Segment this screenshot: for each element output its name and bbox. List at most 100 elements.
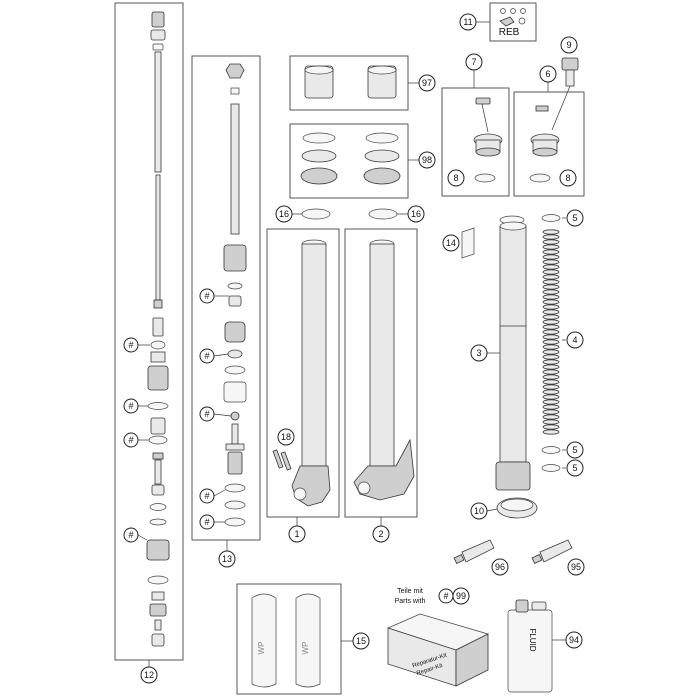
- spring-coil: [542, 324, 560, 330]
- svg-text:10: 10: [474, 506, 484, 516]
- callout-97: 97: [418, 74, 436, 92]
- spring-coil: [542, 419, 560, 425]
- spring-coil: [542, 394, 560, 400]
- spring-coil: [542, 314, 560, 320]
- callout-8: 8: [559, 169, 577, 187]
- spring-coil: [542, 349, 560, 355]
- hash-callout: #: [199, 288, 215, 304]
- cartridge-parts: [146, 11, 170, 647]
- svg-text:14: 14: [446, 238, 456, 248]
- ring-16-left: [301, 208, 331, 220]
- callout-94: 94: [565, 631, 583, 649]
- damper-parts: [223, 63, 247, 527]
- callout-2: 2: [372, 525, 390, 543]
- bleed-screws: [272, 449, 292, 471]
- svg-text:13: 13: [222, 554, 232, 564]
- callout-1: 1: [288, 525, 306, 543]
- svg-text:99: 99: [456, 591, 466, 601]
- spring-coil: [542, 409, 560, 415]
- group-1-frame: [266, 228, 340, 518]
- svg-text:95: 95: [571, 562, 581, 572]
- fluid-can-94: FLUID: [507, 599, 553, 693]
- callout-96: 96: [491, 558, 509, 576]
- svg-text:5: 5: [572, 213, 577, 223]
- spring-coil: [542, 319, 560, 325]
- grease-tube-95: [531, 539, 573, 564]
- spring-coil: [542, 369, 560, 375]
- hash-callout: #: [123, 432, 139, 448]
- spring-coil: [542, 424, 560, 430]
- spring-coil: [542, 244, 560, 250]
- spring-coil: [542, 289, 560, 295]
- svg-text:#: #: [128, 340, 133, 350]
- fork-protector-10: [496, 497, 538, 519]
- callout-18: 18: [277, 428, 295, 446]
- fork-cap-right: [529, 85, 571, 183]
- outer-tube-2: [353, 239, 415, 501]
- svg-text:3: 3: [476, 348, 481, 358]
- hash-callout: #: [199, 488, 215, 504]
- spring-coil: [542, 364, 560, 370]
- callout-4: 4: [566, 331, 584, 349]
- callout-8: 8: [447, 169, 465, 187]
- reb-parts: [499, 8, 526, 27]
- svg-text:WP: WP: [257, 642, 266, 655]
- svg-text:94: 94: [569, 635, 579, 645]
- spring-coil: [542, 344, 560, 350]
- svg-text:6: 6: [545, 69, 550, 79]
- svg-text:5: 5: [572, 445, 577, 455]
- callout-5: 5: [566, 441, 584, 459]
- inner-tube-3: [495, 221, 531, 491]
- fork-cap-left: [473, 97, 503, 183]
- hash-callout: #: [438, 588, 454, 604]
- spring-coil: [542, 254, 560, 260]
- callout-3: 3: [470, 344, 488, 362]
- spring-coil: [542, 234, 560, 240]
- spring-coil: [542, 359, 560, 365]
- callout-7: 7: [465, 53, 483, 71]
- washer-5-bottom: [541, 464, 561, 472]
- svg-text:9: 9: [566, 40, 571, 50]
- seals: [300, 132, 401, 185]
- svg-text:12: 12: [144, 670, 154, 680]
- spring-coil: [542, 379, 560, 385]
- spring-coil: [542, 264, 560, 270]
- spring-coil: [542, 429, 560, 435]
- svg-text:2: 2: [378, 529, 383, 539]
- grease-tube-96: [453, 539, 495, 564]
- callout-5: 5: [566, 459, 584, 477]
- group-98-frame: [289, 123, 409, 199]
- svg-text:16: 16: [411, 209, 421, 219]
- washer-5-mid: [541, 446, 561, 454]
- callout-5: 5: [566, 209, 584, 227]
- spring-coil: [542, 414, 560, 420]
- hash-callout: #: [199, 348, 215, 364]
- svg-text:#: #: [128, 401, 133, 411]
- spring-coil: [542, 389, 560, 395]
- spring-coil: [542, 304, 560, 310]
- spring-coil: [542, 329, 560, 335]
- hash-callout: #: [199, 514, 215, 530]
- svg-text:11: 11: [463, 17, 472, 27]
- spring-coil: [542, 259, 560, 265]
- callout-9: 9: [560, 36, 578, 54]
- callout-98: 98: [418, 151, 436, 169]
- group-12-frame: [114, 2, 184, 661]
- callout-15: 15: [352, 632, 370, 650]
- spring-coil: [542, 229, 560, 235]
- fork-guards-15: WP WP: [251, 593, 321, 688]
- callout-6: 6: [539, 65, 557, 83]
- outer-tube-1: [291, 239, 331, 507]
- spring-coil: [542, 274, 560, 280]
- svg-text:7: 7: [471, 57, 476, 67]
- callout-10: 10: [470, 502, 488, 520]
- svg-text:8: 8: [565, 173, 570, 183]
- hash-callout: #: [123, 337, 139, 353]
- repair-kit-box: Reparatur-Kit Repair-Kit: [387, 613, 489, 687]
- washer-5-top: [541, 214, 561, 222]
- spring-coil: [542, 384, 560, 390]
- callout-16: 16: [407, 205, 425, 223]
- spring-coil: [542, 309, 560, 315]
- callout-99: 99: [452, 587, 470, 605]
